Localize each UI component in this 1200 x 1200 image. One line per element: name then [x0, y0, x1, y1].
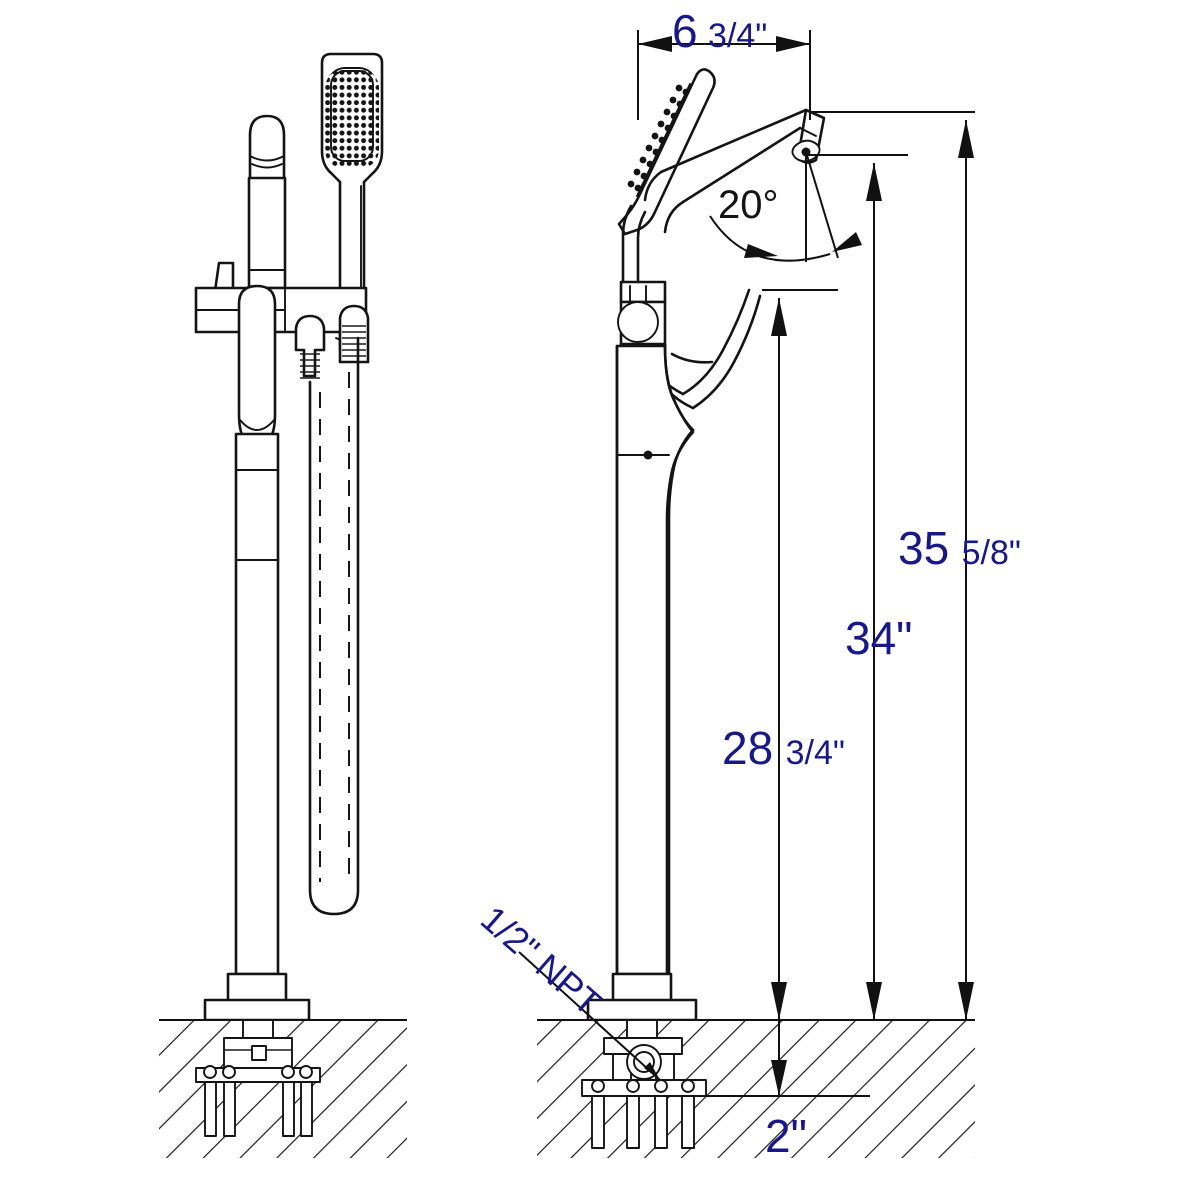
front-view [194, 52, 384, 1022]
npt-leader-line [518, 951, 661, 1081]
dim-holder-fraction: 3/4" [785, 734, 845, 772]
dimension-spout-angle [709, 151, 862, 262]
spray-face-nozzles-side [627, 83, 691, 197]
thread-left [300, 353, 320, 379]
dimension-label-width-top: 6 3/4" [672, 8, 767, 54]
dimension-depth-below-floor [706, 1020, 870, 1097]
floor-section-left [159, 1019, 407, 1158]
mounting-assembly-right [581, 1019, 707, 1149]
dimension-width-top [637, 30, 811, 120]
dim-overall-fraction: 5/8" [961, 534, 1021, 572]
thread-right [342, 325, 366, 357]
mounting-bracket-left [195, 1019, 321, 1137]
dim-spout-whole: 34" [845, 612, 913, 664]
floor-flange-front [203, 972, 311, 1022]
column-side [615, 344, 695, 976]
dimension-height-spout [806, 154, 908, 1020]
dimension-height-overall [810, 111, 975, 1020]
column-front [234, 284, 280, 976]
dim-width-whole: 6 [672, 5, 698, 57]
spout-arm-side [643, 108, 826, 234]
angle-value: 20° [718, 183, 779, 227]
dimension-label-height-overall: 35 5/8" [898, 525, 1021, 571]
hose-assembly-front [294, 304, 370, 916]
dimension-label-spout-angle: 20° [718, 185, 779, 225]
spout-front [247, 114, 287, 290]
dimension-label-height-spout: 34" [845, 615, 913, 661]
side-view [586, 68, 826, 1022]
dim-holder-whole: 28 [722, 722, 774, 774]
dimension-label-depth-below-floor: 2" [765, 1113, 807, 1159]
dimension-height-holder [762, 289, 838, 1020]
dim-width-fraction: 3/4" [708, 17, 768, 55]
dim-overall-whole: 35 [898, 522, 950, 574]
dim-depth-whole: 2" [765, 1110, 807, 1162]
spray-face-nozzles-front [325, 70, 379, 168]
dimension-label-height-holder: 28 3/4" [722, 725, 845, 771]
floor-section-right [518, 951, 975, 1158]
handheld-shower-side [617, 68, 716, 288]
